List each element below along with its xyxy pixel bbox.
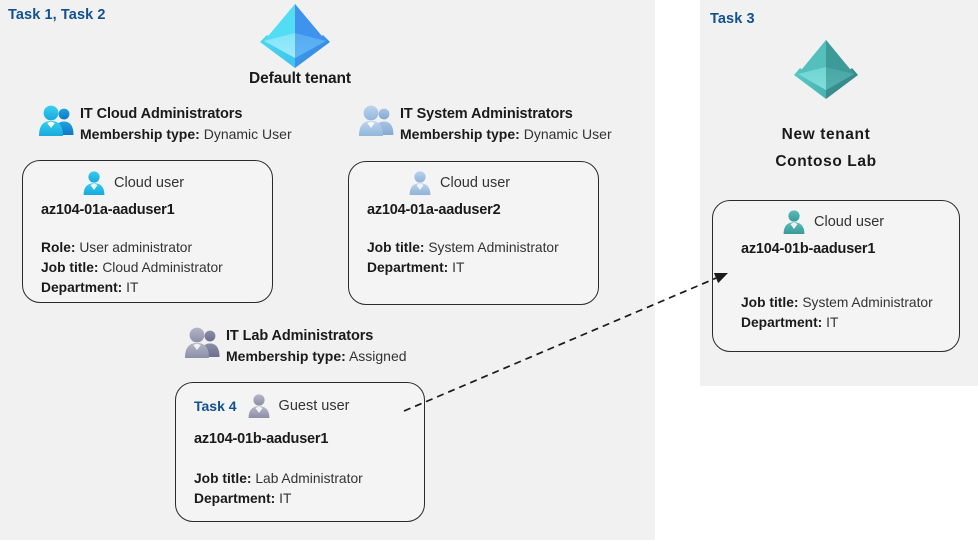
group-meta-value: Dynamic User (523, 126, 612, 142)
property-value: User administrator (79, 240, 193, 255)
property-label: Role: (41, 240, 76, 255)
user-properties: Job title: System Administrator Departme… (367, 238, 559, 278)
user-type-label: Cloud user (114, 175, 185, 191)
property-label: Department: (41, 280, 123, 295)
user-properties: Job title: System Administrator Departme… (741, 293, 933, 333)
username: az104-01a-aaduser2 (367, 202, 501, 218)
property-label: Department: (194, 491, 276, 506)
property-row: Job title: System Administrator (741, 293, 933, 313)
user-type-label: Cloud user (814, 214, 885, 230)
property-label: Job title: (41, 260, 99, 275)
user-type-label: Guest user (278, 398, 350, 414)
property-value: IT (126, 280, 139, 295)
property-label: Job title: (194, 471, 252, 486)
group-meta-value: Dynamic User (203, 126, 292, 142)
property-label: Job title: (741, 295, 799, 310)
card-header: Cloud user (407, 170, 510, 196)
group-name: IT Lab Administrators (226, 328, 374, 344)
group-meta: Membership type: Assigned (226, 346, 407, 367)
group-text: IT System Administrators Membership type… (400, 104, 612, 145)
property-row: Department: IT (367, 258, 559, 278)
property-value: IT (452, 260, 465, 275)
group-meta-label: Membership type: (80, 126, 200, 142)
property-row: Department: IT (194, 489, 363, 509)
default-tenant-title: Default tenant (249, 70, 351, 87)
property-label: Department: (741, 315, 823, 330)
group-name: IT Cloud Administrators (80, 106, 243, 122)
group-text: IT Cloud Administrators Membership type:… (80, 104, 292, 145)
property-label: Job title: (367, 240, 425, 255)
card-header: Cloud user (781, 209, 884, 235)
azure-ad-tenant-icon (794, 40, 858, 99)
user-properties: Role: User administrator Job title: Clou… (41, 238, 223, 298)
username: az104-01a-aaduser1 (41, 202, 175, 218)
property-row: Job title: System Administrator (367, 238, 559, 258)
group-meta: Membership type: Dynamic User (80, 124, 292, 145)
card-header: Task 4 Guest user (194, 393, 349, 419)
group-text: IT Lab Administrators Membership type: A… (226, 326, 407, 367)
user-card-az104-01a-aaduser2[interactable]: Cloud user az104-01a-aaduser2 Job title:… (348, 161, 599, 305)
cloud-user-icon (783, 210, 805, 234)
guest-user-icon (248, 394, 269, 418)
task-label-3: Task 3 (710, 11, 755, 27)
user-type-label: Cloud user (440, 175, 511, 191)
property-row: Job title: Cloud Administrator (41, 258, 223, 278)
user-group-icon (185, 327, 220, 358)
property-value: IT (279, 491, 292, 506)
property-value: System Administrator (802, 295, 933, 310)
task-label-4: Task 4 (194, 398, 237, 414)
group-meta-value: Assigned (348, 348, 407, 364)
property-value: IT (826, 315, 839, 330)
property-label: Department: (367, 260, 449, 275)
user-properties: Job title: Lab Administrator Department:… (194, 469, 363, 509)
new-tenant-title-line1: New tenant (781, 126, 871, 143)
user-card-az104-01b-aaduser1-cloud[interactable]: Cloud user az104-01b-aaduser1 Job title:… (712, 200, 960, 352)
card-header: Cloud user (81, 170, 184, 196)
user-group-icon (39, 105, 74, 136)
property-row: Job title: Lab Administrator (194, 469, 363, 489)
group-name: IT System Administrators (400, 106, 573, 122)
user-card-az104-01b-aaduser1-guest[interactable]: Task 4 Guest user az104-01b-aaduser1 Job… (175, 382, 425, 522)
azure-ad-tenant-icon (260, 4, 330, 68)
property-row: Department: IT (741, 313, 933, 333)
property-value: Lab Administrator (255, 471, 363, 486)
new-tenant-title-line2: Contoso Lab (775, 153, 877, 170)
property-value: System Administrator (428, 240, 559, 255)
task-label-1-2: Task 1, Task 2 (8, 7, 106, 23)
property-row: Department: IT (41, 278, 223, 298)
group-meta-label: Membership type: (226, 348, 346, 364)
user-group-icon (359, 105, 394, 136)
group-meta-label: Membership type: (400, 126, 520, 142)
username: az104-01b-aaduser1 (194, 431, 329, 447)
username: az104-01b-aaduser1 (741, 241, 876, 257)
property-value: Cloud Administrator (102, 260, 223, 275)
property-row: Role: User administrator (41, 238, 223, 258)
user-card-az104-01a-aaduser1[interactable]: Cloud user az104-01a-aaduser1 Role: User… (22, 160, 273, 303)
cloud-user-icon (409, 171, 431, 195)
group-meta: Membership type: Dynamic User (400, 124, 612, 145)
cloud-user-icon (83, 171, 105, 195)
